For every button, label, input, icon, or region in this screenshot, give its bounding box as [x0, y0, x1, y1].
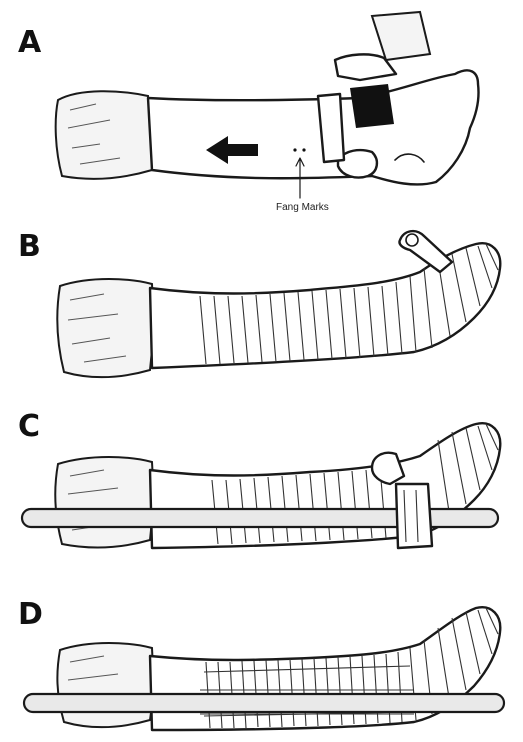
- splint-tie-c: [396, 484, 432, 548]
- leg-a: [148, 70, 479, 184]
- panel-letter-b: B: [18, 229, 41, 264]
- splint-d: [24, 694, 504, 712]
- tie-loop-c: [372, 453, 404, 484]
- trouser-cuff-b: [57, 279, 154, 377]
- panel-letter-c: C: [18, 409, 40, 444]
- panel-letter-d: D: [18, 597, 43, 632]
- panel-d: D: [18, 597, 504, 730]
- panel-a: A Fang Marks: [18, 12, 479, 213]
- tourniquet-band-a: [350, 84, 394, 128]
- fang-marks-label: Fang Marks: [276, 202, 329, 213]
- trouser-cuff-c: [55, 457, 154, 547]
- panel-c: C: [18, 409, 500, 548]
- fang-mark-1: [293, 148, 296, 151]
- trouser-cuff-d: [57, 643, 154, 727]
- roll-end-b: [406, 234, 418, 246]
- sleeve-top-a: [372, 12, 430, 60]
- bandage-roll-a: [318, 94, 344, 162]
- panel-letter-a: A: [18, 25, 42, 60]
- trouser-cuff-a: [56, 91, 152, 179]
- fang-mark-2: [302, 148, 305, 151]
- panel-b: B: [18, 229, 500, 377]
